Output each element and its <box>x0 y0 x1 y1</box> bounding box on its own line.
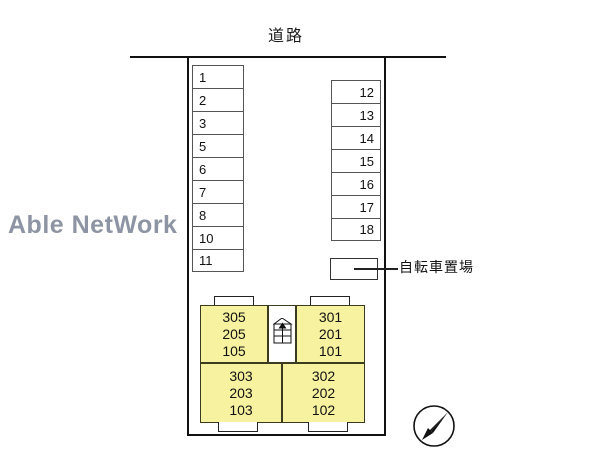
parking-stall[interactable]: 17 <box>331 195 381 218</box>
parking-stall[interactable]: 14 <box>331 126 381 149</box>
unit-number: 301 <box>318 308 343 325</box>
parking-stall[interactable]: 1 <box>192 65 244 88</box>
parking-stall[interactable]: 2 <box>192 88 244 111</box>
balcony-bottom-right <box>308 422 348 432</box>
parking-stall[interactable]: 3 <box>192 111 244 134</box>
unit-block-303-203-103[interactable]: 303 203 103 <box>200 363 282 423</box>
apartment-building: 305 205 105 301 201 101 303 203 103 <box>200 296 365 432</box>
unit-number: 105 <box>222 342 246 359</box>
parking-stall[interactable]: 12 <box>331 80 381 103</box>
stairwell[interactable] <box>268 305 296 363</box>
bicycle-parking-label: 自転車置場 <box>399 260 474 276</box>
parking-stall-column-right: 12 13 14 15 16 17 18 <box>331 80 381 241</box>
unit-block-301-201-101[interactable]: 301 201 101 <box>296 305 365 363</box>
balcony-bottom-left <box>218 422 258 432</box>
unit-number: 202 <box>311 384 336 401</box>
unit-number: 101 <box>318 342 343 359</box>
parking-stall[interactable]: 18 <box>331 218 381 241</box>
unit-number: 203 <box>229 384 253 401</box>
unit-number: 102 <box>311 401 336 418</box>
parking-stall[interactable]: 7 <box>192 180 244 203</box>
unit-number: 205 <box>222 325 246 342</box>
parking-stall[interactable]: 5 <box>192 134 244 157</box>
watermark-able-network: Able NetWork <box>8 211 178 239</box>
unit-number: 302 <box>311 367 336 384</box>
parking-stall[interactable]: 11 <box>192 249 244 272</box>
unit-number: 303 <box>229 367 253 384</box>
parking-stall[interactable]: 13 <box>331 103 381 126</box>
unit-number: 201 <box>318 325 343 342</box>
unit-block-302-202-102[interactable]: 302 202 102 <box>282 363 365 423</box>
unit-number: 305 <box>222 308 246 325</box>
compass-north-icon <box>413 405 455 447</box>
balcony-top-left <box>214 296 254 306</box>
parking-stall-column-left: 1 2 3 5 6 7 8 10 11 <box>192 65 244 272</box>
site-boundary <box>187 57 386 436</box>
parking-stall[interactable]: 15 <box>331 149 381 172</box>
road-boundary-line <box>130 56 446 58</box>
parking-stall[interactable]: 8 <box>192 203 244 226</box>
bicycle-parking-leader-line <box>354 268 398 270</box>
balcony-top-right <box>310 296 350 306</box>
parking-stall[interactable]: 10 <box>192 226 244 249</box>
parking-stall[interactable]: 16 <box>331 172 381 195</box>
parking-stall[interactable]: 6 <box>192 157 244 180</box>
unit-block-305-205-105[interactable]: 305 205 105 <box>200 305 268 363</box>
stairs-up-icon <box>273 318 293 344</box>
road-label: 道路 <box>267 26 304 45</box>
unit-number: 103 <box>229 401 253 418</box>
